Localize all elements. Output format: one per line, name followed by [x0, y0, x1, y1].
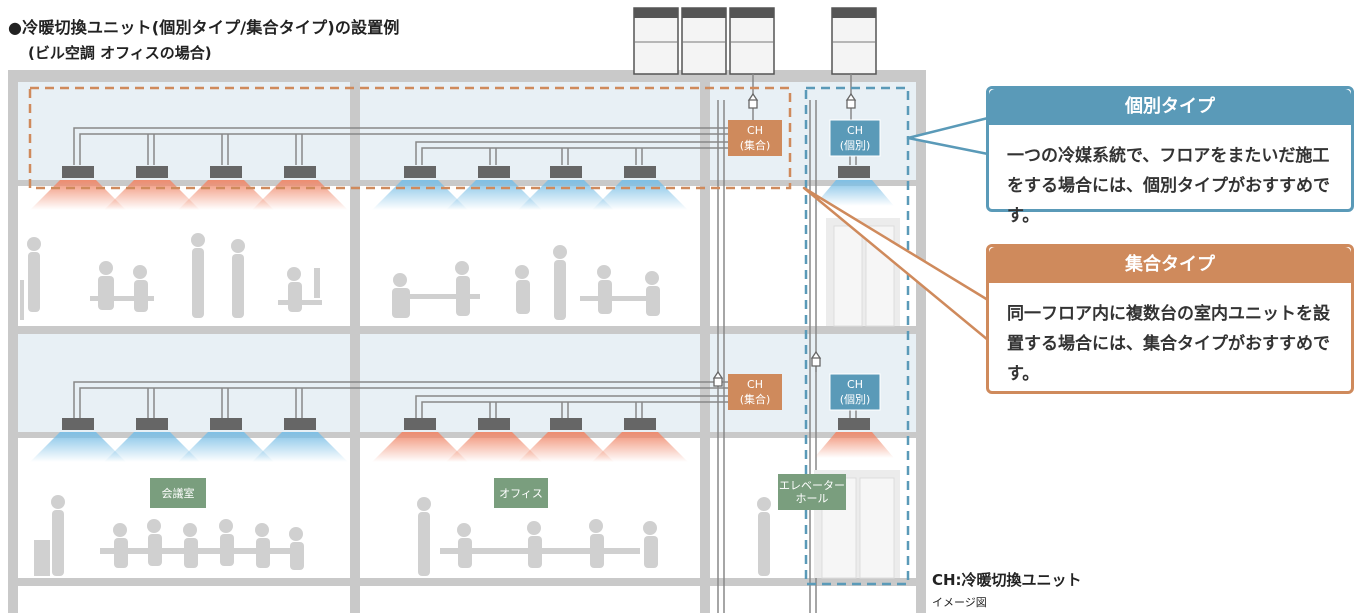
- ch-individual-upper-line1: CH: [847, 124, 863, 137]
- ch-individual-lower-line2: (個別): [840, 393, 871, 406]
- indoor-unit-warm-l2: [446, 418, 542, 462]
- ch-unit-collective-upper: CH (集合): [728, 120, 782, 156]
- ceiling-band-lower: [14, 334, 922, 432]
- outdoor-unit-4: [831, 7, 877, 75]
- ch-collective-upper-line1: CH: [747, 124, 763, 137]
- page-subtitle: (ビル空調 オフィスの場合): [28, 44, 212, 62]
- indoor-unit-warm-l5: [814, 418, 894, 458]
- ceiling-band-upper: [14, 82, 922, 180]
- people-silhouettes-upper: [20, 233, 660, 320]
- room-label-office: オフィス: [494, 478, 548, 508]
- ch-collective-lower-line2: (集合): [740, 392, 771, 406]
- indoor-unit-cool-l4: [252, 418, 348, 462]
- indoor-unit-cool-5: [814, 166, 894, 206]
- collective-type-body: 同一フロア内に複数台の室内ユニットを設置する場合には、集合タイプがおすすめです。: [1007, 304, 1330, 384]
- ch-individual-lower-line1: CH: [847, 378, 863, 391]
- individual-type-header: 個別タイプ: [989, 89, 1351, 125]
- image-note: イメージ図: [932, 596, 987, 609]
- indoor-unit-cool-l3: [178, 418, 274, 462]
- ch-individual-upper-line2: (個別): [840, 139, 871, 152]
- people-silhouettes-lower: [34, 495, 771, 576]
- room-label-meeting: 会議室: [150, 478, 206, 508]
- ch-unit-individual-lower: CH (個別): [829, 373, 881, 411]
- legend-ch: CH:冷暖切換ユニット: [932, 571, 1082, 589]
- collective-type-header: 集合タイプ: [989, 247, 1351, 283]
- ch-unit-collective-lower: CH (集合): [728, 374, 782, 410]
- indoor-unit-cool-3: [518, 166, 614, 210]
- indoor-unit-cool-4: [592, 166, 688, 210]
- ch-unit-individual-upper: CH (個別): [829, 119, 881, 157]
- individual-type-body: 一つの冷媒系統で、フロアをまたいだ施工をする場合には、個別タイプがおすすめです。: [1007, 146, 1330, 226]
- individual-type-callout: 個別タイプ 一つの冷媒系統で、フロアをまたいだ施工をする場合には、個別タイプがお…: [986, 86, 1354, 226]
- indoor-unit-warm-l3: [518, 418, 614, 462]
- ch-collective-lower-line1: CH: [747, 378, 763, 391]
- individual-group-outline: [804, 86, 910, 586]
- collective-group-outline: [28, 86, 792, 190]
- outdoor-units: [633, 7, 877, 75]
- ch-collective-upper-line2: (集合): [740, 138, 771, 152]
- indoor-units-lower: [30, 418, 894, 462]
- outdoor-unit-2: [681, 7, 727, 75]
- indoor-unit-cool-l1: [30, 418, 126, 462]
- branch-symbols: [712, 92, 857, 387]
- outdoor-unit-3: [729, 7, 775, 75]
- indoor-unit-cool-l2: [104, 418, 200, 462]
- outdoor-unit-1: [633, 7, 679, 75]
- pipes-upper-floor: [73, 127, 857, 165]
- room-label-elevator-hall: エレベーター ホール: [778, 474, 846, 510]
- collective-type-callout: 集合タイプ 同一フロア内に複数台の室内ユニットを設置する場合には、集合タイプがお…: [986, 244, 1354, 394]
- indoor-unit-warm-l4: [592, 418, 688, 462]
- indoor-unit-warm-l1: [372, 418, 468, 462]
- page-title: ●冷暖切換ユニット(個別タイプ/集合タイプ)の設置例: [8, 18, 400, 37]
- pipes-lower-floor: [73, 352, 857, 418]
